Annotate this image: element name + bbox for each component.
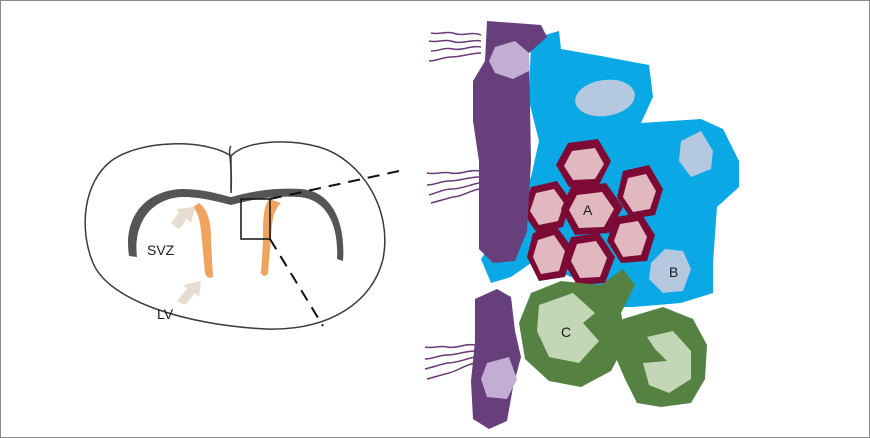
cell-c-label: C bbox=[561, 324, 571, 340]
svz-label: SVZ bbox=[147, 242, 175, 258]
brain-section: SVZ LV bbox=[85, 142, 399, 329]
cilia-icon bbox=[425, 345, 475, 379]
niche-illustration: B bbox=[425, 21, 739, 429]
cell-b-label: B bbox=[669, 264, 678, 280]
lv-label: LV bbox=[157, 306, 174, 322]
type-c-cell bbox=[613, 307, 707, 407]
ependymal-cell bbox=[425, 289, 521, 429]
cell-a-label: A bbox=[583, 202, 593, 218]
cilia-icon bbox=[427, 32, 481, 203]
type-c-cell: C bbox=[519, 269, 635, 387]
